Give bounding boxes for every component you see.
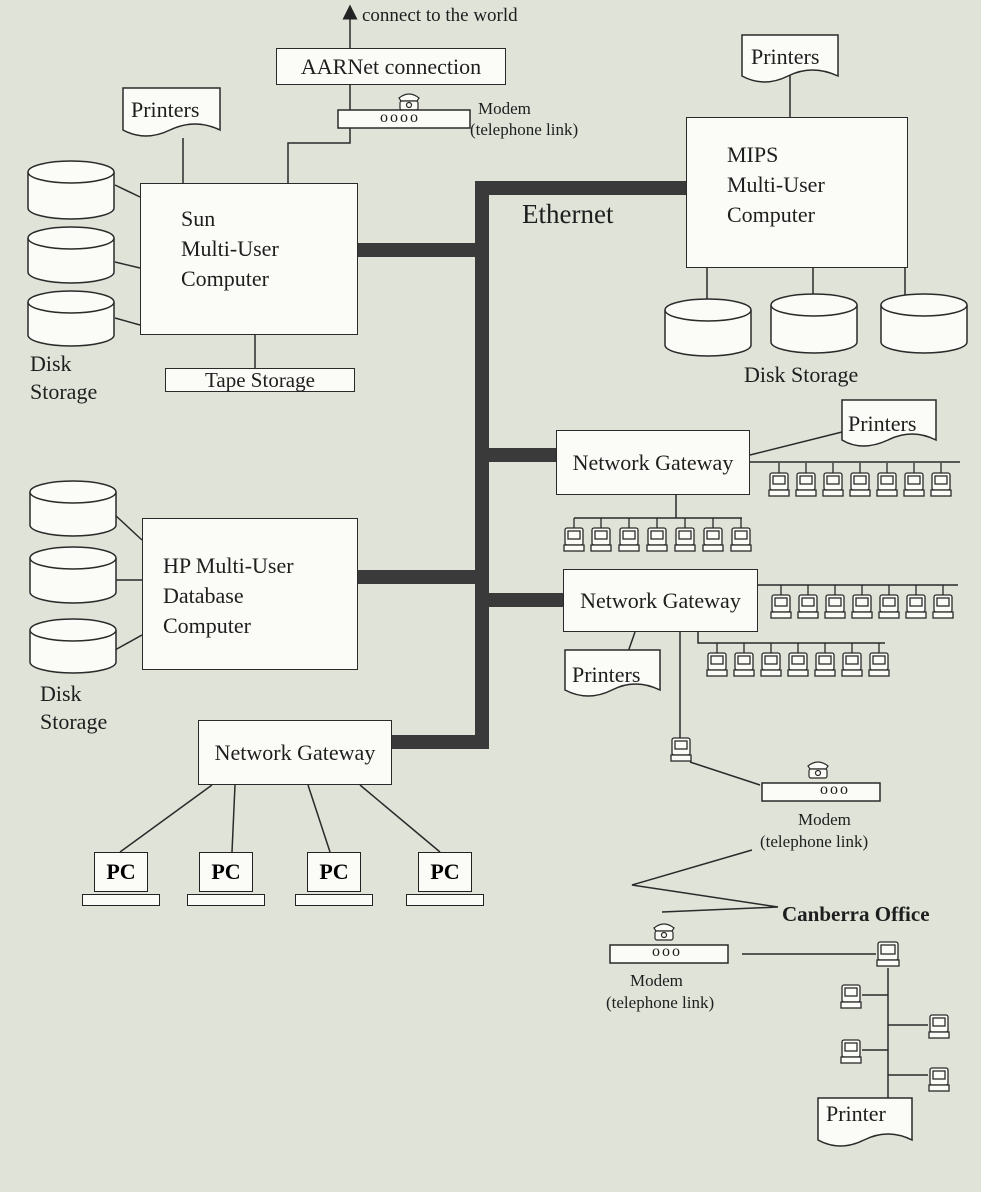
gateway1-label: Network Gateway [572, 450, 734, 475]
pc-label: PC [418, 852, 472, 892]
modem-top-keys: oooo [380, 109, 420, 126]
disk-sun-line1: Disk [30, 351, 72, 376]
workstation-row-gw1-bottom [563, 518, 752, 552]
workstation-row-gw2-right [770, 585, 954, 619]
printers-sun-label: Printers [131, 97, 200, 122]
printers-mips-label: Printers [751, 44, 820, 69]
printer-doc-mips [741, 34, 839, 83]
pc-label: PC [199, 852, 253, 892]
pc-keyboard [82, 894, 160, 906]
pc-label: PC [94, 852, 148, 892]
workstation-row-gw2-bottom [706, 643, 890, 677]
sun-line3: Computer [181, 266, 269, 291]
pc-3: PC [295, 852, 375, 908]
disk-cylinder [664, 298, 752, 357]
disk-hp-line2: Storage [40, 709, 108, 734]
terminal-icon [928, 1014, 950, 1039]
thin-wires [114, 4, 960, 1100]
pc-1: PC [82, 852, 162, 908]
network-gateway-2: Network Gateway [563, 569, 758, 632]
aarnet-connection-box: AARNet connection [276, 48, 506, 85]
disk-cylinder [27, 226, 115, 284]
telephone-icons [398, 93, 829, 941]
modem-left-body [609, 944, 729, 964]
telephone-icon [653, 923, 675, 941]
mips-line3: Computer [727, 202, 815, 227]
sun-computer-box: Sun Multi-User Computer [140, 183, 358, 335]
modem-right-keys: ooo [820, 781, 850, 798]
disk-cylinder [29, 480, 117, 537]
gateway2-label: Network Gateway [580, 588, 741, 613]
disk-cylinder [29, 618, 117, 674]
aarnet-label: AARNet connection [300, 54, 482, 79]
hp-line1: HP Multi-User [163, 553, 294, 578]
printer-documents [122, 34, 937, 1147]
pc-keyboard [295, 894, 373, 906]
printer-doc-canberra [817, 1097, 913, 1147]
printers-gw1-label: Printers [848, 411, 917, 436]
network-gateway-3: Network Gateway [198, 720, 392, 785]
printer-canberra-label: Printer [826, 1101, 886, 1126]
mips-computer-box: MIPS Multi-User Computer [686, 117, 908, 268]
hp-line3: Computer [163, 613, 251, 638]
tape-storage-box: Tape Storage [165, 368, 355, 392]
network-gateway-1: Network Gateway [556, 430, 750, 495]
terminal-icon [840, 1039, 862, 1064]
printers-gw2-label: Printers [572, 662, 641, 687]
printer-doc-gw1 [841, 399, 937, 447]
modem-top-title: Modem [478, 99, 531, 118]
telephone-icon [398, 93, 420, 111]
modem-top-body [337, 109, 471, 129]
modem-right-subtitle: (telephone link) [760, 832, 869, 851]
pc-label: PC [307, 852, 361, 892]
modem-right-title: Modem [798, 810, 851, 829]
ethernet-backbone [351, 181, 697, 749]
printer-doc-sun [122, 87, 221, 137]
disk-cylinders [27, 160, 968, 674]
tape-storage-label: Tape Storage [205, 368, 315, 392]
workstation-row-gw1-right [768, 463, 952, 497]
hp-computer-box: HP Multi-User Database Computer [142, 518, 358, 670]
modem-left-subtitle: (telephone link) [606, 993, 715, 1012]
connect-world-label: connect to the world [362, 5, 518, 26]
disk-cylinder [27, 160, 115, 220]
terminal-icons [670, 737, 950, 1092]
modem-left-title: Modem [630, 971, 683, 990]
modem-right-body [761, 782, 881, 802]
disk-cylinder [880, 293, 968, 354]
disk-mips-label: Disk Storage [744, 362, 859, 387]
terminal-icon [840, 984, 862, 1009]
gateway3-label: Network Gateway [214, 740, 376, 765]
disk-cylinder [27, 290, 115, 347]
mips-line2: Multi-User [727, 172, 825, 197]
pc-keyboard [187, 894, 265, 906]
sun-line1: Sun [181, 206, 216, 231]
disk-sun-line2: Storage [30, 379, 98, 404]
disk-hp-line1: Disk [40, 681, 82, 706]
telephone-icon [807, 761, 829, 779]
disk-cylinder [29, 546, 117, 604]
modem-left-keys: ooo [652, 943, 682, 960]
hp-line2: Database [163, 583, 244, 608]
pc-2: PC [187, 852, 267, 908]
terminal-icon [928, 1067, 950, 1092]
canberra-office-label: Canberra Office [782, 902, 930, 926]
printer-doc-gw2 [564, 649, 661, 697]
modem-top-subtitle: (telephone link) [470, 120, 579, 139]
mips-line1: MIPS [727, 142, 779, 167]
pc-keyboard [406, 894, 484, 906]
terminal-icon [876, 941, 900, 967]
pc-4: PC [406, 852, 486, 908]
sun-line2: Multi-User [181, 236, 279, 261]
terminal-icon [670, 737, 692, 762]
disk-cylinder [770, 293, 858, 354]
modem-bodies [337, 109, 881, 964]
ethernet-label: Ethernet [522, 199, 614, 229]
